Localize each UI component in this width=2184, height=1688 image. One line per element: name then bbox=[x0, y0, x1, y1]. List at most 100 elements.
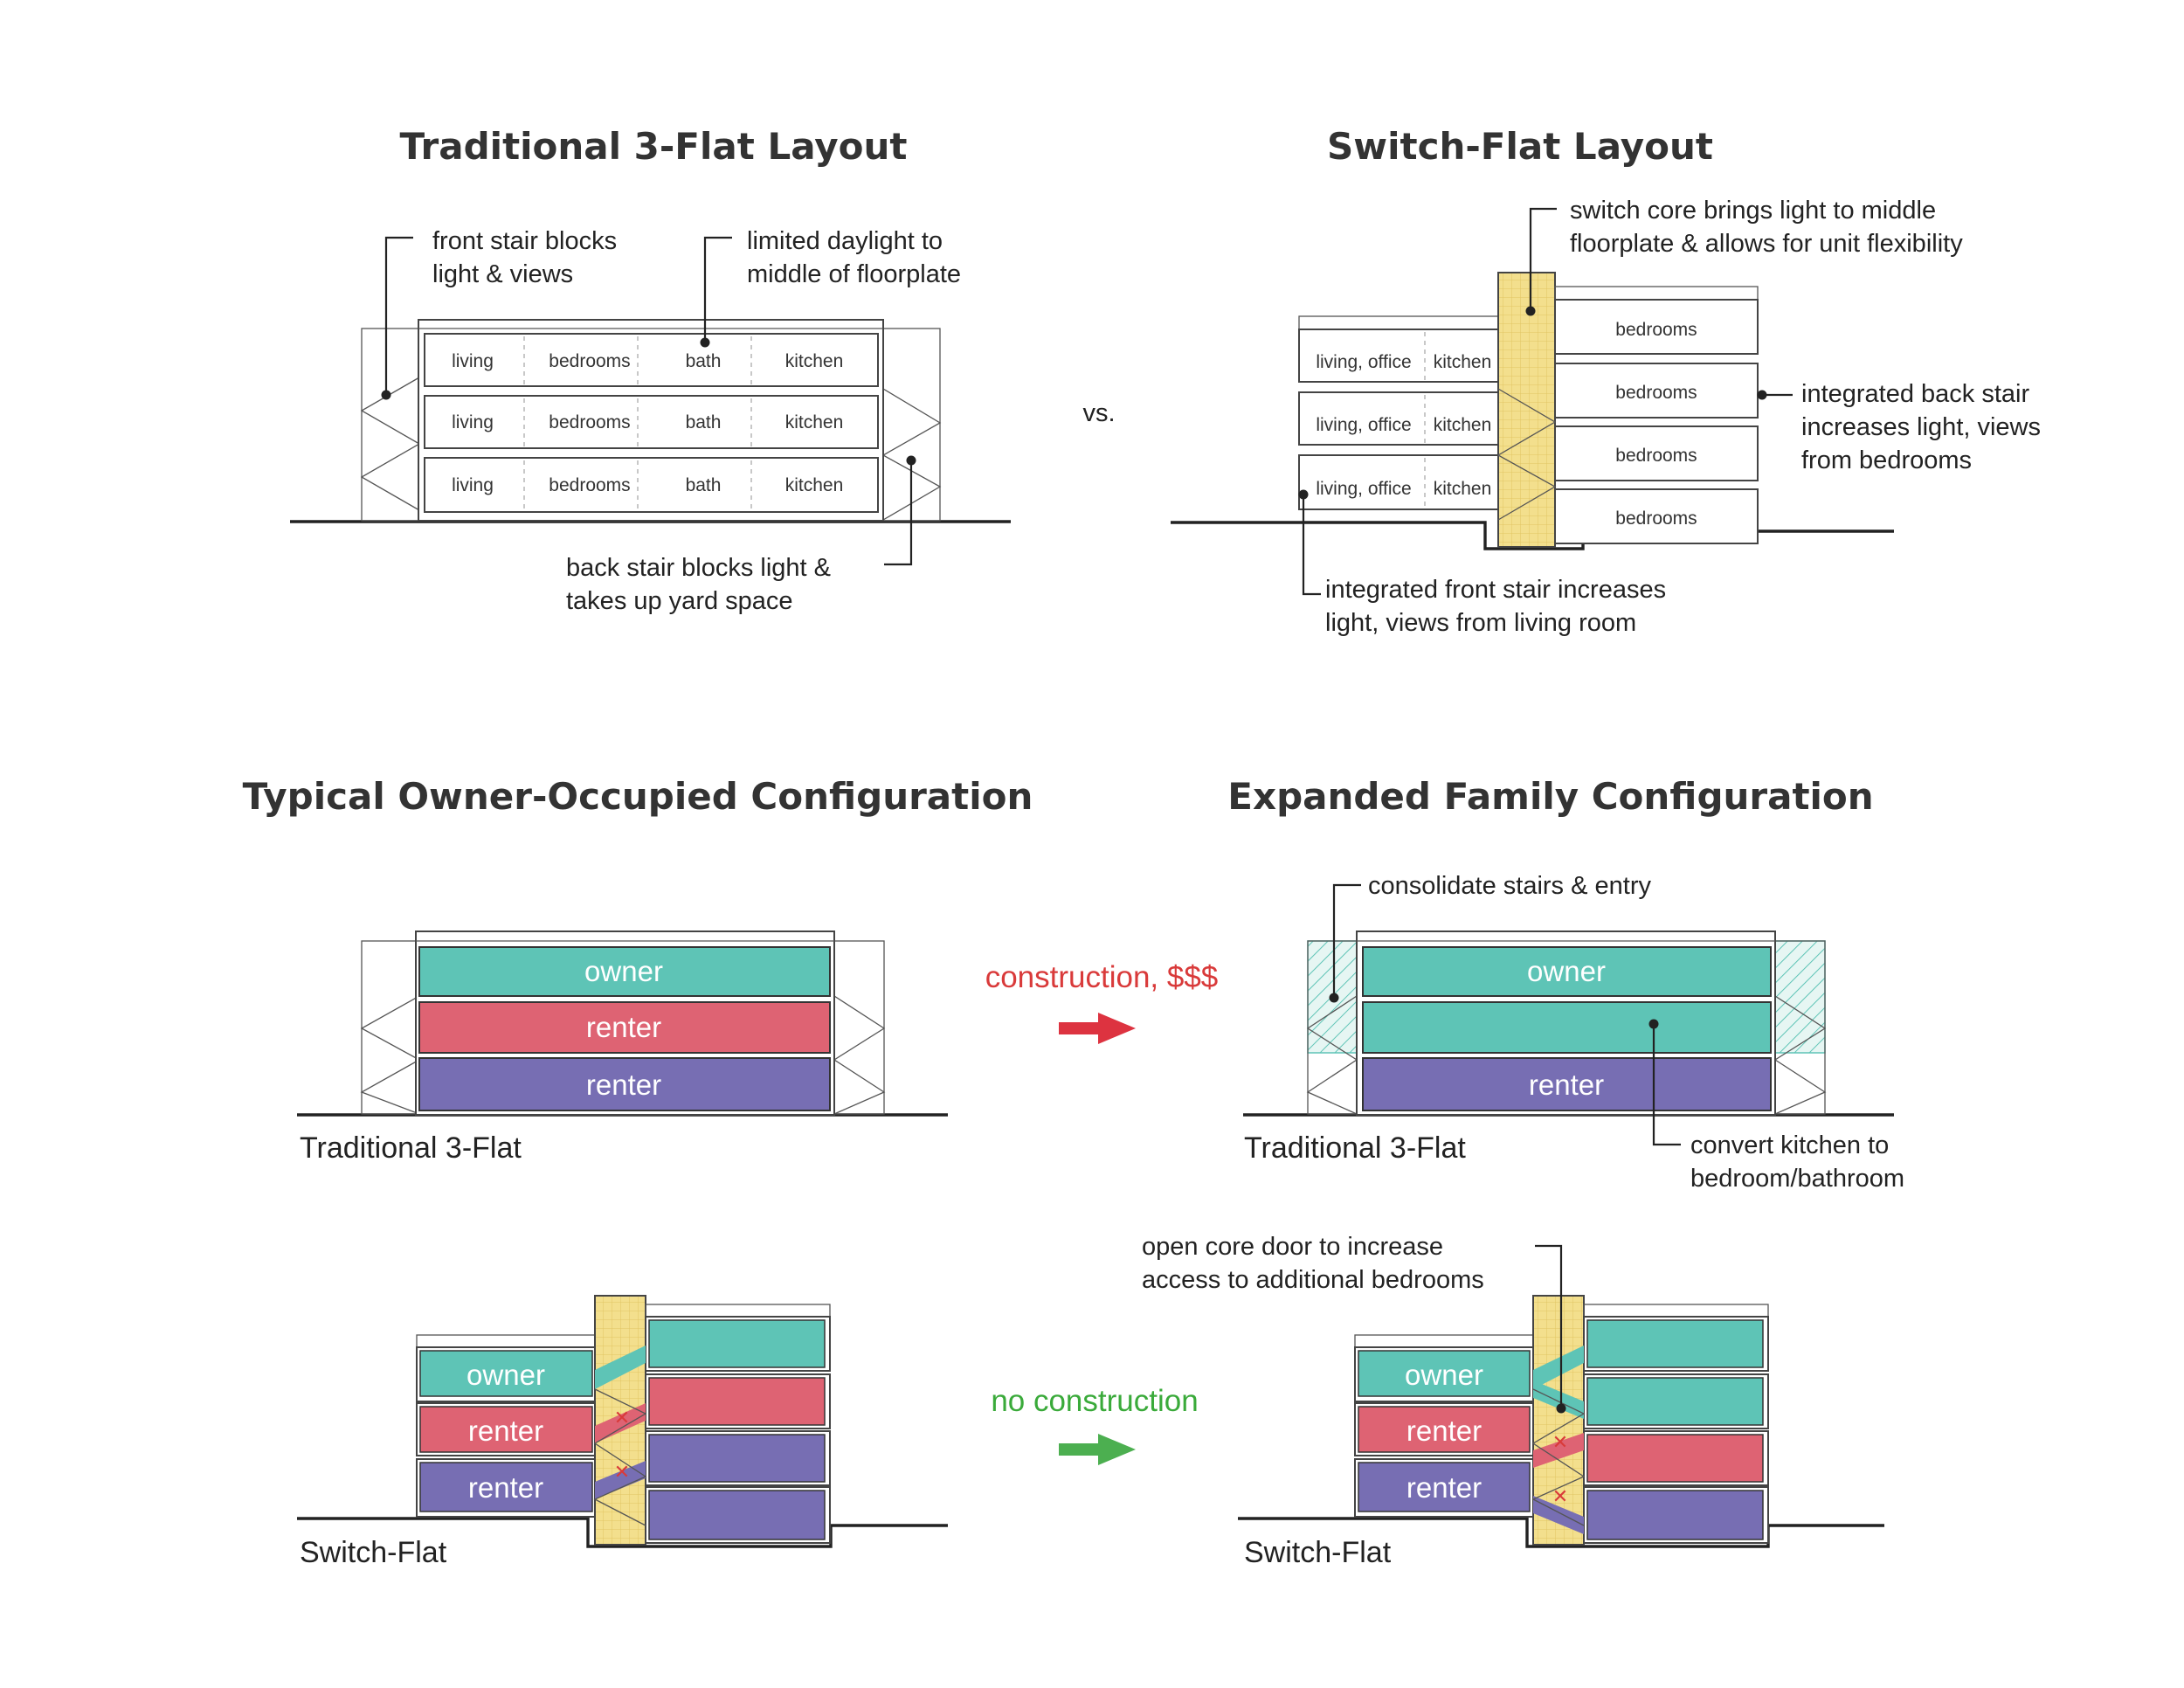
label-renter: renter bbox=[1406, 1471, 1482, 1504]
title-traditional-layout: Traditional 3-Flat Layout bbox=[400, 125, 908, 168]
unit-renter-front bbox=[1358, 1406, 1531, 1453]
unit-owner-front bbox=[1358, 1350, 1531, 1397]
note-integrated-front-stair: integrated front stair increases light, … bbox=[1325, 576, 1673, 637]
caption-switch: Switch-Flat bbox=[300, 1536, 447, 1569]
stair-band-renter bbox=[595, 1403, 646, 1443]
title-switch-layout: Switch-Flat Layout bbox=[1327, 125, 1713, 168]
note-open-core: open core door to increase access to add… bbox=[1142, 1233, 1484, 1294]
unit-renter bbox=[1362, 1057, 1772, 1111]
room-living-office: living, office bbox=[1316, 352, 1411, 372]
floor-2: living bedrooms bath kitchen bbox=[424, 395, 879, 449]
room-kitchen: kitchen bbox=[1434, 415, 1492, 435]
closed-door-x-icon: ✕ bbox=[614, 1408, 630, 1429]
unit-renter bbox=[418, 1001, 831, 1054]
note-convert-kitchen: convert kitchen to bedroom/bathroom bbox=[1690, 1131, 1904, 1193]
consolidated-stair-hatch bbox=[1774, 940, 1826, 1054]
room-living-office: living, office bbox=[1316, 415, 1411, 435]
title-owner-config: Typical Owner-Occupied Configuration bbox=[243, 775, 1033, 818]
label-renter: renter bbox=[586, 1011, 661, 1043]
floor-1: living bedrooms bath kitchen bbox=[424, 333, 879, 387]
room-kitchen: kitchen bbox=[1434, 479, 1492, 499]
room-living: living bbox=[452, 475, 494, 495]
title-expanded-config: Expanded Family Configuration bbox=[1227, 775, 1873, 818]
label-renter: renter bbox=[468, 1415, 543, 1447]
unit-renter-back bbox=[648, 1490, 826, 1540]
unit-renter-back bbox=[648, 1434, 826, 1483]
arrow-construction: construction, $$$ bbox=[985, 960, 1219, 1044]
arrow-no-construction: no construction bbox=[991, 1384, 1199, 1465]
unit-owner bbox=[418, 946, 831, 997]
note-switch-core: switch core brings light to middle floor… bbox=[1570, 197, 1963, 258]
switch-core bbox=[1496, 272, 1557, 548]
unit-renter-front bbox=[1358, 1462, 1531, 1512]
room-living: living bbox=[452, 351, 494, 371]
back-units: bedrooms bedrooms bedrooms bedrooms bbox=[1554, 286, 1759, 544]
room-kitchen: kitchen bbox=[785, 351, 844, 371]
note-limited-daylight: limited daylight to middle of floorplate bbox=[747, 227, 961, 288]
front-stair bbox=[360, 995, 421, 1115]
switch-layout-diagram: living, office kitchen living, office ki… bbox=[1171, 197, 2048, 637]
label-construction: construction, $$$ bbox=[985, 960, 1219, 994]
room-kitchen: kitchen bbox=[1434, 352, 1492, 372]
ground-line bbox=[297, 1517, 948, 1548]
label-renter: renter bbox=[1406, 1415, 1482, 1447]
floor-3: living bedrooms bath kitchen bbox=[424, 457, 879, 513]
unit-renter-front bbox=[419, 1406, 593, 1453]
room-kitchen: kitchen bbox=[785, 475, 844, 495]
room-bedrooms: bedrooms bbox=[1615, 320, 1697, 340]
label-no-construction: no construction bbox=[991, 1384, 1198, 1418]
room-living-office: living, office bbox=[1316, 479, 1411, 499]
room-bedrooms: bedrooms bbox=[1615, 446, 1697, 466]
label-owner: owner bbox=[1527, 955, 1606, 987]
unit-renter-back bbox=[1586, 1490, 1764, 1540]
owner-config-switch: ✕ ✕ owner renter renter Switch-Flat bbox=[297, 1295, 948, 1569]
note-integrated-back-stair: integrated back stair increases light, v… bbox=[1801, 380, 2048, 474]
room-bath: bath bbox=[686, 475, 722, 495]
unit-renter-front bbox=[419, 1462, 593, 1512]
note-back-stair: back stair blocks light & takes up yard … bbox=[566, 554, 838, 615]
unit-owner bbox=[1362, 946, 1772, 997]
label-renter: renter bbox=[468, 1471, 543, 1504]
note-consolidate: consolidate stairs & entry bbox=[1368, 872, 1651, 900]
stair-band-renter bbox=[595, 1461, 646, 1499]
room-kitchen: kitchen bbox=[785, 412, 844, 432]
unit-owner-back bbox=[648, 1319, 826, 1368]
room-living: living bbox=[452, 412, 494, 432]
note-front-stair: front stair blocks light & views bbox=[432, 227, 624, 288]
unit-owner-back-expanded bbox=[1586, 1377, 1764, 1426]
room-bedrooms: bedrooms bbox=[1615, 508, 1697, 529]
unit-owner-expanded bbox=[1362, 1001, 1772, 1054]
closed-door-x-icon: ✕ bbox=[1552, 1432, 1568, 1454]
closed-door-x-icon: ✕ bbox=[1552, 1486, 1568, 1508]
label-owner: owner bbox=[1405, 1359, 1483, 1391]
room-bedrooms: bedrooms bbox=[549, 475, 630, 495]
unit-owner-front bbox=[419, 1350, 593, 1397]
expanded-config-traditional: owner renter consolidate stairs & entry … bbox=[1243, 872, 1904, 1193]
room-bedrooms: bedrooms bbox=[1615, 383, 1697, 403]
vs-label: vs. bbox=[1082, 399, 1115, 427]
unit-owner-back bbox=[1586, 1319, 1764, 1368]
unit-renter-back bbox=[648, 1377, 826, 1426]
arrow-red-icon bbox=[1059, 1013, 1136, 1044]
caption-traditional: Traditional 3-Flat bbox=[300, 1131, 522, 1165]
ground-line bbox=[1238, 1517, 1884, 1548]
expanded-config-switch: ✕ ✕ owner renter renter open core door t… bbox=[1142, 1233, 1884, 1569]
stair-band-owner-open bbox=[1533, 1380, 1584, 1419]
label-renter: renter bbox=[586, 1069, 661, 1101]
caption-switch: Switch-Flat bbox=[1244, 1536, 1392, 1569]
owner-config-traditional: owner renter renter Traditional 3-Flat bbox=[297, 930, 948, 1165]
room-bedrooms: bedrooms bbox=[549, 351, 630, 371]
unit-renter-back bbox=[1586, 1434, 1764, 1483]
label-owner: owner bbox=[467, 1359, 545, 1391]
back-stair bbox=[833, 995, 886, 1115]
front-stair bbox=[360, 328, 421, 522]
closed-door-x-icon: ✕ bbox=[614, 1462, 630, 1484]
caption-traditional: Traditional 3-Flat bbox=[1244, 1131, 1466, 1165]
front-units: living, office kitchen living, office ki… bbox=[1298, 315, 1503, 510]
stair-band-renter bbox=[1533, 1433, 1584, 1468]
arrow-green-icon bbox=[1059, 1434, 1136, 1465]
label-renter: renter bbox=[1529, 1069, 1604, 1101]
traditional-layout-diagram: living bedrooms bath kitchen living bedr… bbox=[290, 227, 1011, 615]
stair-band-owner bbox=[1533, 1346, 1584, 1389]
